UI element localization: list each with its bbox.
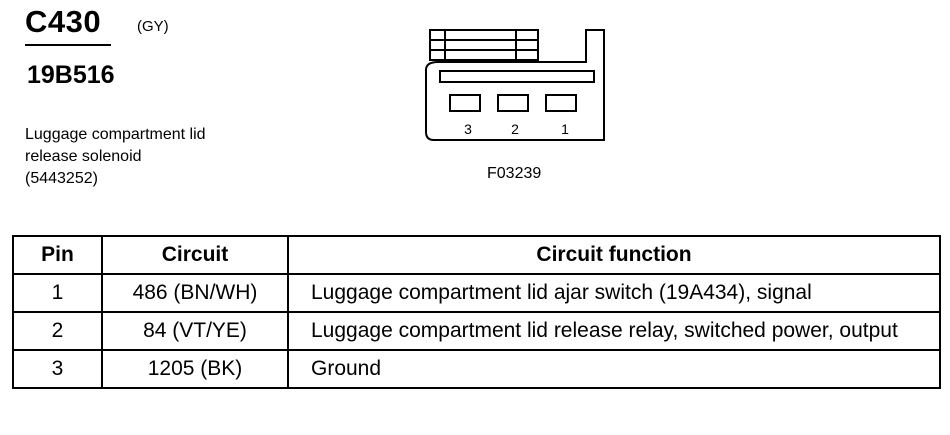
pin-label: 2: [511, 121, 519, 137]
table-row: 3 1205 (BK) Ground: [12, 349, 941, 389]
description-line: Luggage compartment lid: [25, 126, 206, 143]
table-header-row: Pin Circuit Circuit function: [12, 235, 941, 275]
column-header-function: Circuit function: [287, 235, 941, 275]
connector-housing: [425, 29, 605, 141]
circuit-cell: 1205 (BK): [101, 349, 289, 389]
connector-face-diagram: 3 2 1: [425, 29, 605, 141]
column-header-pin: Pin: [12, 235, 103, 275]
pin-cell: 1: [12, 273, 103, 313]
pin-table: Pin Circuit Circuit function 1 486 (BN/W…: [12, 235, 941, 389]
column-header-circuit: Circuit: [101, 235, 289, 275]
pin-label: 3: [464, 121, 472, 137]
circuit-cell: 486 (BN/WH): [101, 273, 289, 313]
part-number: 19B516: [27, 61, 115, 89]
function-cell: Luggage compartment lid ajar switch (19A…: [287, 273, 941, 313]
circuit-cell: 84 (VT/YE): [101, 311, 289, 351]
connector-id: C430: [25, 4, 102, 39]
table-row: 1 486 (BN/WH) Luggage compartment lid aj…: [12, 273, 941, 313]
figure-code: F03239: [487, 165, 542, 182]
description-line: (5443252): [25, 170, 98, 187]
component-description: Luggage compartment lid release solenoid…: [25, 124, 285, 190]
pin-label: 1: [561, 121, 569, 137]
connector-lock-tab: [429, 29, 539, 61]
pin-cavity-1: [545, 94, 577, 112]
pin-cavity-3: [449, 94, 481, 112]
description-line: release solenoid: [25, 148, 142, 165]
pin-cell: 3: [12, 349, 103, 389]
pin-cell: 2: [12, 311, 103, 351]
pin-cavity-2: [497, 94, 529, 112]
connector-color: (GY): [137, 18, 169, 35]
function-cell: Ground: [287, 349, 941, 389]
connector-id-underline: [25, 44, 111, 46]
table-row: 2 84 (VT/YE) Luggage compartment lid rel…: [12, 311, 941, 351]
function-cell: Luggage compartment lid release relay, s…: [287, 311, 941, 351]
connector-key-slot: [439, 70, 595, 83]
